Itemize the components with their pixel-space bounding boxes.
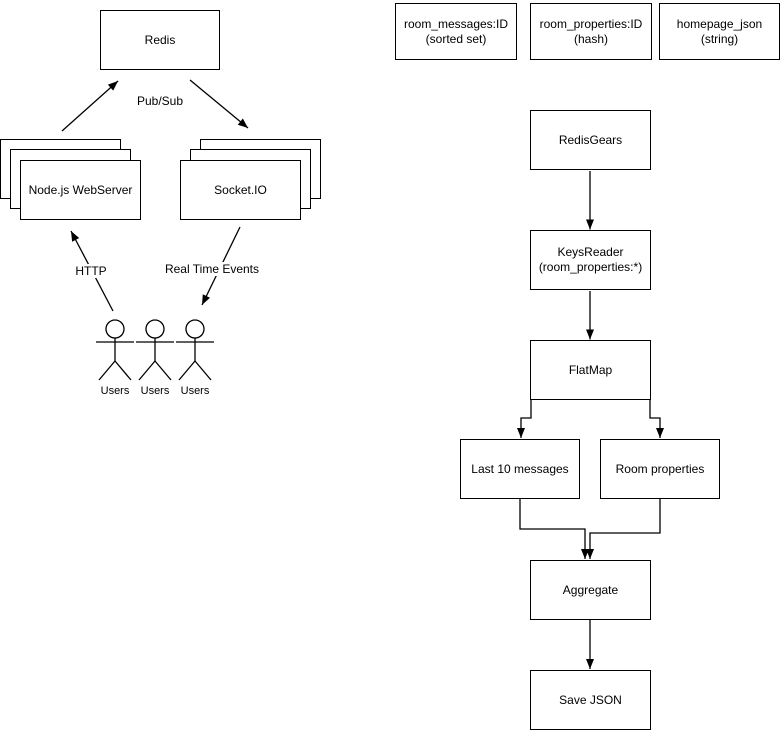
key-room-properties-type: (hash) <box>573 31 608 46</box>
node-last10-label: Last 10 messages <box>471 461 569 476</box>
node-redis-label: Redis <box>144 32 176 47</box>
edge-flatmap-to-roomprops <box>649 400 664 438</box>
node-room-properties: Room properties <box>600 439 720 499</box>
node-keysreader: KeysReader (room_properties:*) <box>530 230 651 290</box>
edge-label-realtime: Real Time Events <box>158 262 266 276</box>
node-socketio: Socket.IO <box>180 160 301 220</box>
edge-label-pubsub: Pub/Sub <box>136 94 184 108</box>
node-aggregate: Aggregate <box>530 560 651 620</box>
node-nodejs-label: Node.js WebServer <box>28 182 133 197</box>
node-save-json: Save JSON <box>530 670 651 730</box>
node-flatmap: FlatMap <box>530 340 651 400</box>
key-homepage-json: homepage_json (string) <box>659 3 780 60</box>
users-label: Users <box>100 385 130 397</box>
key-room-properties-name: room_properties:ID <box>539 16 643 31</box>
node-keysreader-label: KeysReader <box>557 245 624 259</box>
node-last10-messages: Last 10 messages <box>460 439 580 499</box>
edge-roomprops-to-aggregate <box>586 499 661 559</box>
node-savejson-label: Save JSON <box>559 692 622 707</box>
key-room-messages-type: (sorted set) <box>425 31 487 46</box>
users-label: Users <box>140 385 170 397</box>
node-keysreader-pattern: (room_properties:*) <box>538 260 643 274</box>
users-label: Users <box>180 385 210 397</box>
edge-label-http: HTTP <box>60 264 122 278</box>
user-icon <box>136 319 174 381</box>
user-icon <box>176 319 214 381</box>
node-socketio-label: Socket.IO <box>214 182 267 197</box>
edge-redis-to-socketio <box>189 79 249 129</box>
user-icon <box>96 319 134 381</box>
edge-last10-to-aggregate <box>519 499 589 559</box>
node-redisgears: RedisGears <box>530 110 651 170</box>
edge-nodejs-to-redis <box>61 80 119 132</box>
node-redisgears-label: RedisGears <box>558 132 623 147</box>
node-nodejs-webserver: Node.js WebServer <box>20 160 141 220</box>
node-flatmap-label: FlatMap <box>568 362 613 377</box>
key-room-messages: room_messages:ID (sorted set) <box>395 3 517 60</box>
edge-flatmap-to-last10 <box>517 400 532 438</box>
key-room-messages-name: room_messages:ID <box>403 16 509 31</box>
key-room-properties: room_properties:ID (hash) <box>530 3 652 60</box>
key-homepage-json-name: homepage_json <box>676 16 763 31</box>
node-roomprops-label: Room properties <box>615 461 705 476</box>
key-homepage-json-type: (string) <box>700 31 739 46</box>
node-redis: Redis <box>100 10 220 70</box>
node-aggregate-label: Aggregate <box>562 582 619 597</box>
